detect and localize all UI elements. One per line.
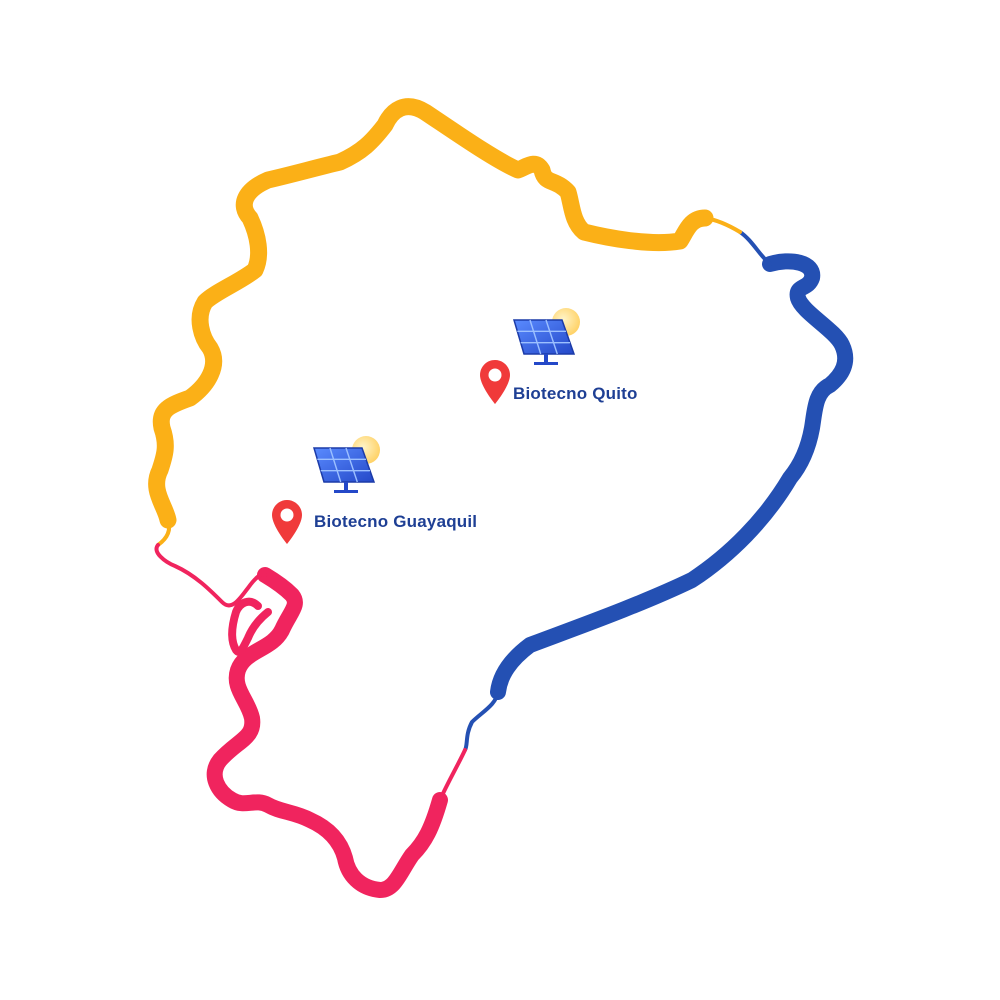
map-pin-icon[interactable] <box>480 360 510 404</box>
border-southwest-red-thin <box>154 543 267 608</box>
border-south-red-thin <box>438 748 467 802</box>
solar-panel-base <box>334 490 358 493</box>
solar-panel-post <box>344 482 348 490</box>
border-gulf-red <box>228 597 272 656</box>
border-east-blue <box>490 253 854 700</box>
border-south-blue-thin <box>463 690 500 752</box>
border-south-red <box>206 567 448 898</box>
border-north-yellow-thin <box>703 216 742 234</box>
solar-panel-icon <box>512 308 580 365</box>
map-pin-icon[interactable] <box>272 500 302 544</box>
border-east-blue-thin <box>738 230 772 266</box>
solar-panel-base <box>534 362 558 365</box>
solar-panel-post <box>544 354 548 362</box>
location-label-guayaquil: Biotecno Guayaquil <box>314 512 477 531</box>
location-label-quito: Biotecno Quito <box>513 384 638 403</box>
border-north-yellow <box>148 98 714 529</box>
solar-panel-icon <box>312 436 380 493</box>
border-west-yellow-tail <box>156 518 172 547</box>
